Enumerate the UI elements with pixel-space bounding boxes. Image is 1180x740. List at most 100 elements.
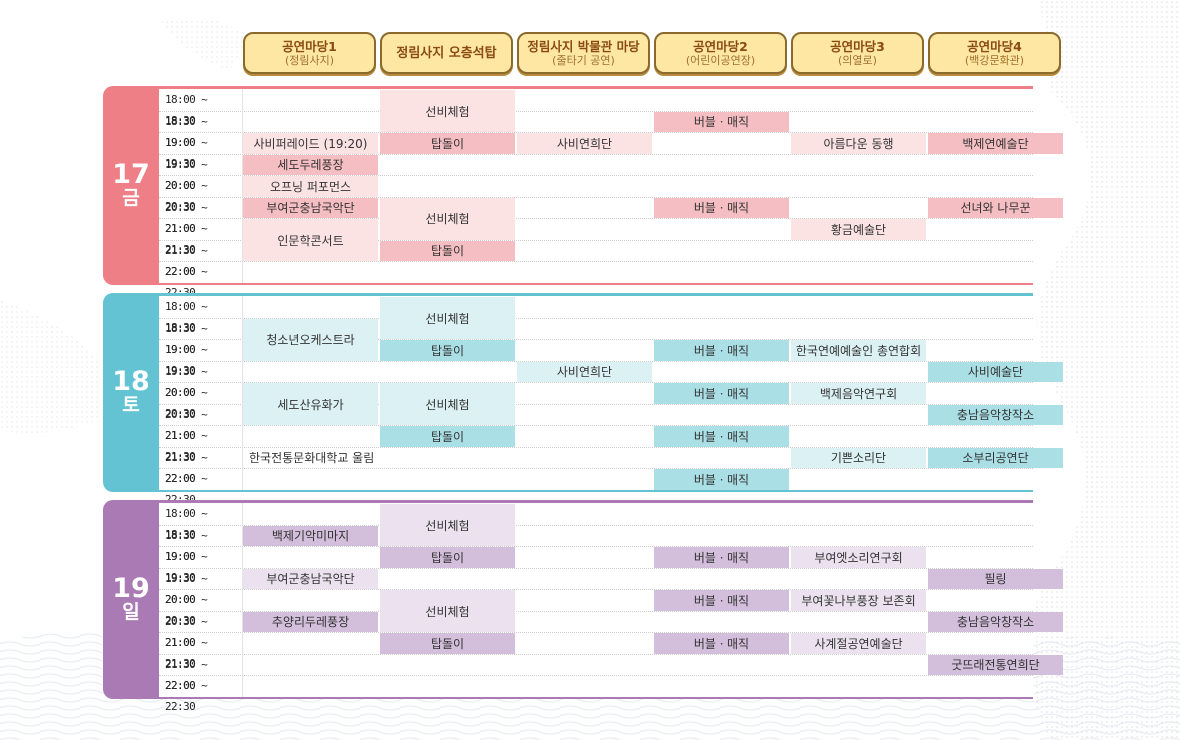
row-divider [159, 339, 1033, 340]
event-cell: 버블ㆍ매직 [654, 547, 789, 568]
time-slot: 18:00 ~ 18:30 [165, 93, 208, 127]
venue-subtitle: (정림사지) [284, 54, 335, 67]
event-cell: 탑돌이 [380, 240, 515, 261]
time-slot: 18:00 ~ 18:30 [165, 507, 208, 541]
day-top-border [159, 86, 1033, 89]
event-cell: 버블ㆍ매직 [654, 633, 789, 654]
venue-header-5: 공연마당3(의열로) [791, 32, 924, 74]
event-cell: 황금예술단 [791, 219, 926, 240]
event-cell: 탑돌이 [380, 340, 515, 361]
time-slot: 19:30 ~ 20:00 [165, 571, 208, 606]
day-number: 19 [112, 573, 150, 605]
time-slot: 18:30 ~ 19:00 [165, 114, 208, 149]
day-weekday: 토 [122, 394, 140, 417]
row-divider [159, 425, 1033, 426]
time-slot: 20:00 ~ 20:30 [165, 179, 208, 213]
event-cell: 탑돌이 [380, 547, 515, 568]
row-divider [159, 153, 1033, 155]
row-divider [159, 632, 1033, 633]
event-cell: 버블ㆍ매직 [654, 469, 789, 490]
venue-header-6: 공연마당4(백강문화관) [928, 32, 1061, 74]
event-cell: 탑돌이 [380, 633, 515, 654]
event-cell: 사비퍼레이드 (19:20) [243, 133, 378, 154]
row-divider [159, 110, 1033, 112]
row-divider [159, 382, 1033, 383]
event-cell: 부여엣소리연구회 [791, 547, 926, 568]
event-cell: 선비체험 [380, 504, 515, 546]
row-divider [159, 175, 1033, 176]
day-bottom-border [159, 489, 1033, 492]
event-cell: 탑돌이 [380, 426, 515, 447]
event-cell: 선비체험 [380, 383, 515, 425]
event-cell: 백제기악미마지 [243, 525, 378, 546]
day-top-border [159, 500, 1033, 503]
time-slot: 20:00 ~ 20:30 [165, 386, 208, 420]
event-cell: 백제음악연구회 [791, 383, 926, 404]
event-cell: 버블ㆍ매직 [654, 383, 789, 404]
event-cell: 세도산유화가 [243, 383, 378, 425]
event-cell: 인문학콘서트 [243, 219, 378, 261]
row-divider [159, 610, 1033, 612]
row-divider [159, 218, 1033, 219]
venue-name: 정림사지 박물관 마당 [527, 39, 640, 54]
event-cell: 사비연희단 [517, 133, 652, 154]
venue-name: 정림사지 오층석탑 [396, 45, 497, 61]
time-slot: 21:30 ~ 22:00 [165, 243, 208, 278]
venue-name: 공연마당1 [282, 39, 337, 54]
time-slot: 19:00 ~ 19:30 [165, 343, 208, 377]
time-slot: 18:30 ~ 19:00 [165, 321, 208, 356]
event-cell: 선비체험 [380, 90, 515, 132]
event-cell: 사계절공연예술단 [791, 633, 926, 654]
time-column-divider [242, 89, 243, 283]
day-bottom-border [159, 696, 1033, 699]
time-slot: 18:30 ~ 19:00 [165, 528, 208, 563]
event-cell: 부여꽃나부풍장 보존회 [791, 590, 926, 611]
event-cell: 한국전통문화대학교 울림 [249, 451, 375, 466]
event-cell: 오프닝 퍼포먼스 [243, 176, 378, 197]
time-slot: 22:00 ~ 22:30 [165, 265, 208, 299]
day-weekday: 금 [122, 187, 140, 210]
row-divider [159, 196, 1033, 198]
day-top-border [159, 293, 1033, 296]
event-cell: 버블ㆍ매직 [654, 340, 789, 361]
time-slot: 21:30 ~ 22:00 [165, 450, 208, 485]
event-cell: 필링 [928, 568, 1063, 589]
row-divider [159, 524, 1033, 526]
venue-subtitle: (어린이공연장) [685, 54, 756, 67]
event-cell: 부여군충남국악단 [243, 568, 378, 589]
time-slot: 19:00 ~ 19:30 [165, 136, 208, 170]
row-divider [159, 261, 1033, 262]
row-divider [159, 132, 1033, 133]
time-slot: 19:30 ~ 20:00 [165, 364, 208, 399]
event-cell: 탑돌이 [380, 133, 515, 154]
event-cell: 충남음악창작소 [928, 611, 1063, 632]
time-slot: 20:30 ~ 21:00 [165, 614, 208, 649]
time-slot: 19:00 ~ 19:30 [165, 550, 208, 584]
time-slot: 22:00 ~ 22:30 [165, 472, 208, 506]
row-divider [159, 317, 1033, 319]
venue-subtitle: (줄타기 공연) [552, 54, 615, 67]
event-cell: 버블ㆍ매직 [654, 197, 789, 218]
event-cell: 소부리공연단 [928, 447, 1063, 468]
time-slot: 21:00 ~ 21:30 [165, 429, 208, 463]
event-cell: 선녀와 나무꾼 [928, 197, 1063, 218]
event-cell: 백제연예술단 [928, 133, 1063, 154]
row-divider [159, 446, 1033, 448]
venue-name: 공연마당2 [693, 39, 748, 54]
time-slot: 21:30 ~ 22:00 [165, 657, 208, 692]
event-cell: 선비체험 [380, 297, 515, 339]
event-cell: 선비체험 [380, 590, 515, 632]
time-column-divider [242, 503, 243, 697]
event-cell: 버블ㆍ매직 [654, 590, 789, 611]
time-slot: 20:30 ~ 21:00 [165, 407, 208, 442]
event-cell: 사비예술단 [928, 361, 1063, 382]
event-cell: 기쁜소리단 [791, 447, 926, 468]
row-divider [159, 567, 1033, 569]
event-cell: 사비연희단 [517, 361, 652, 382]
